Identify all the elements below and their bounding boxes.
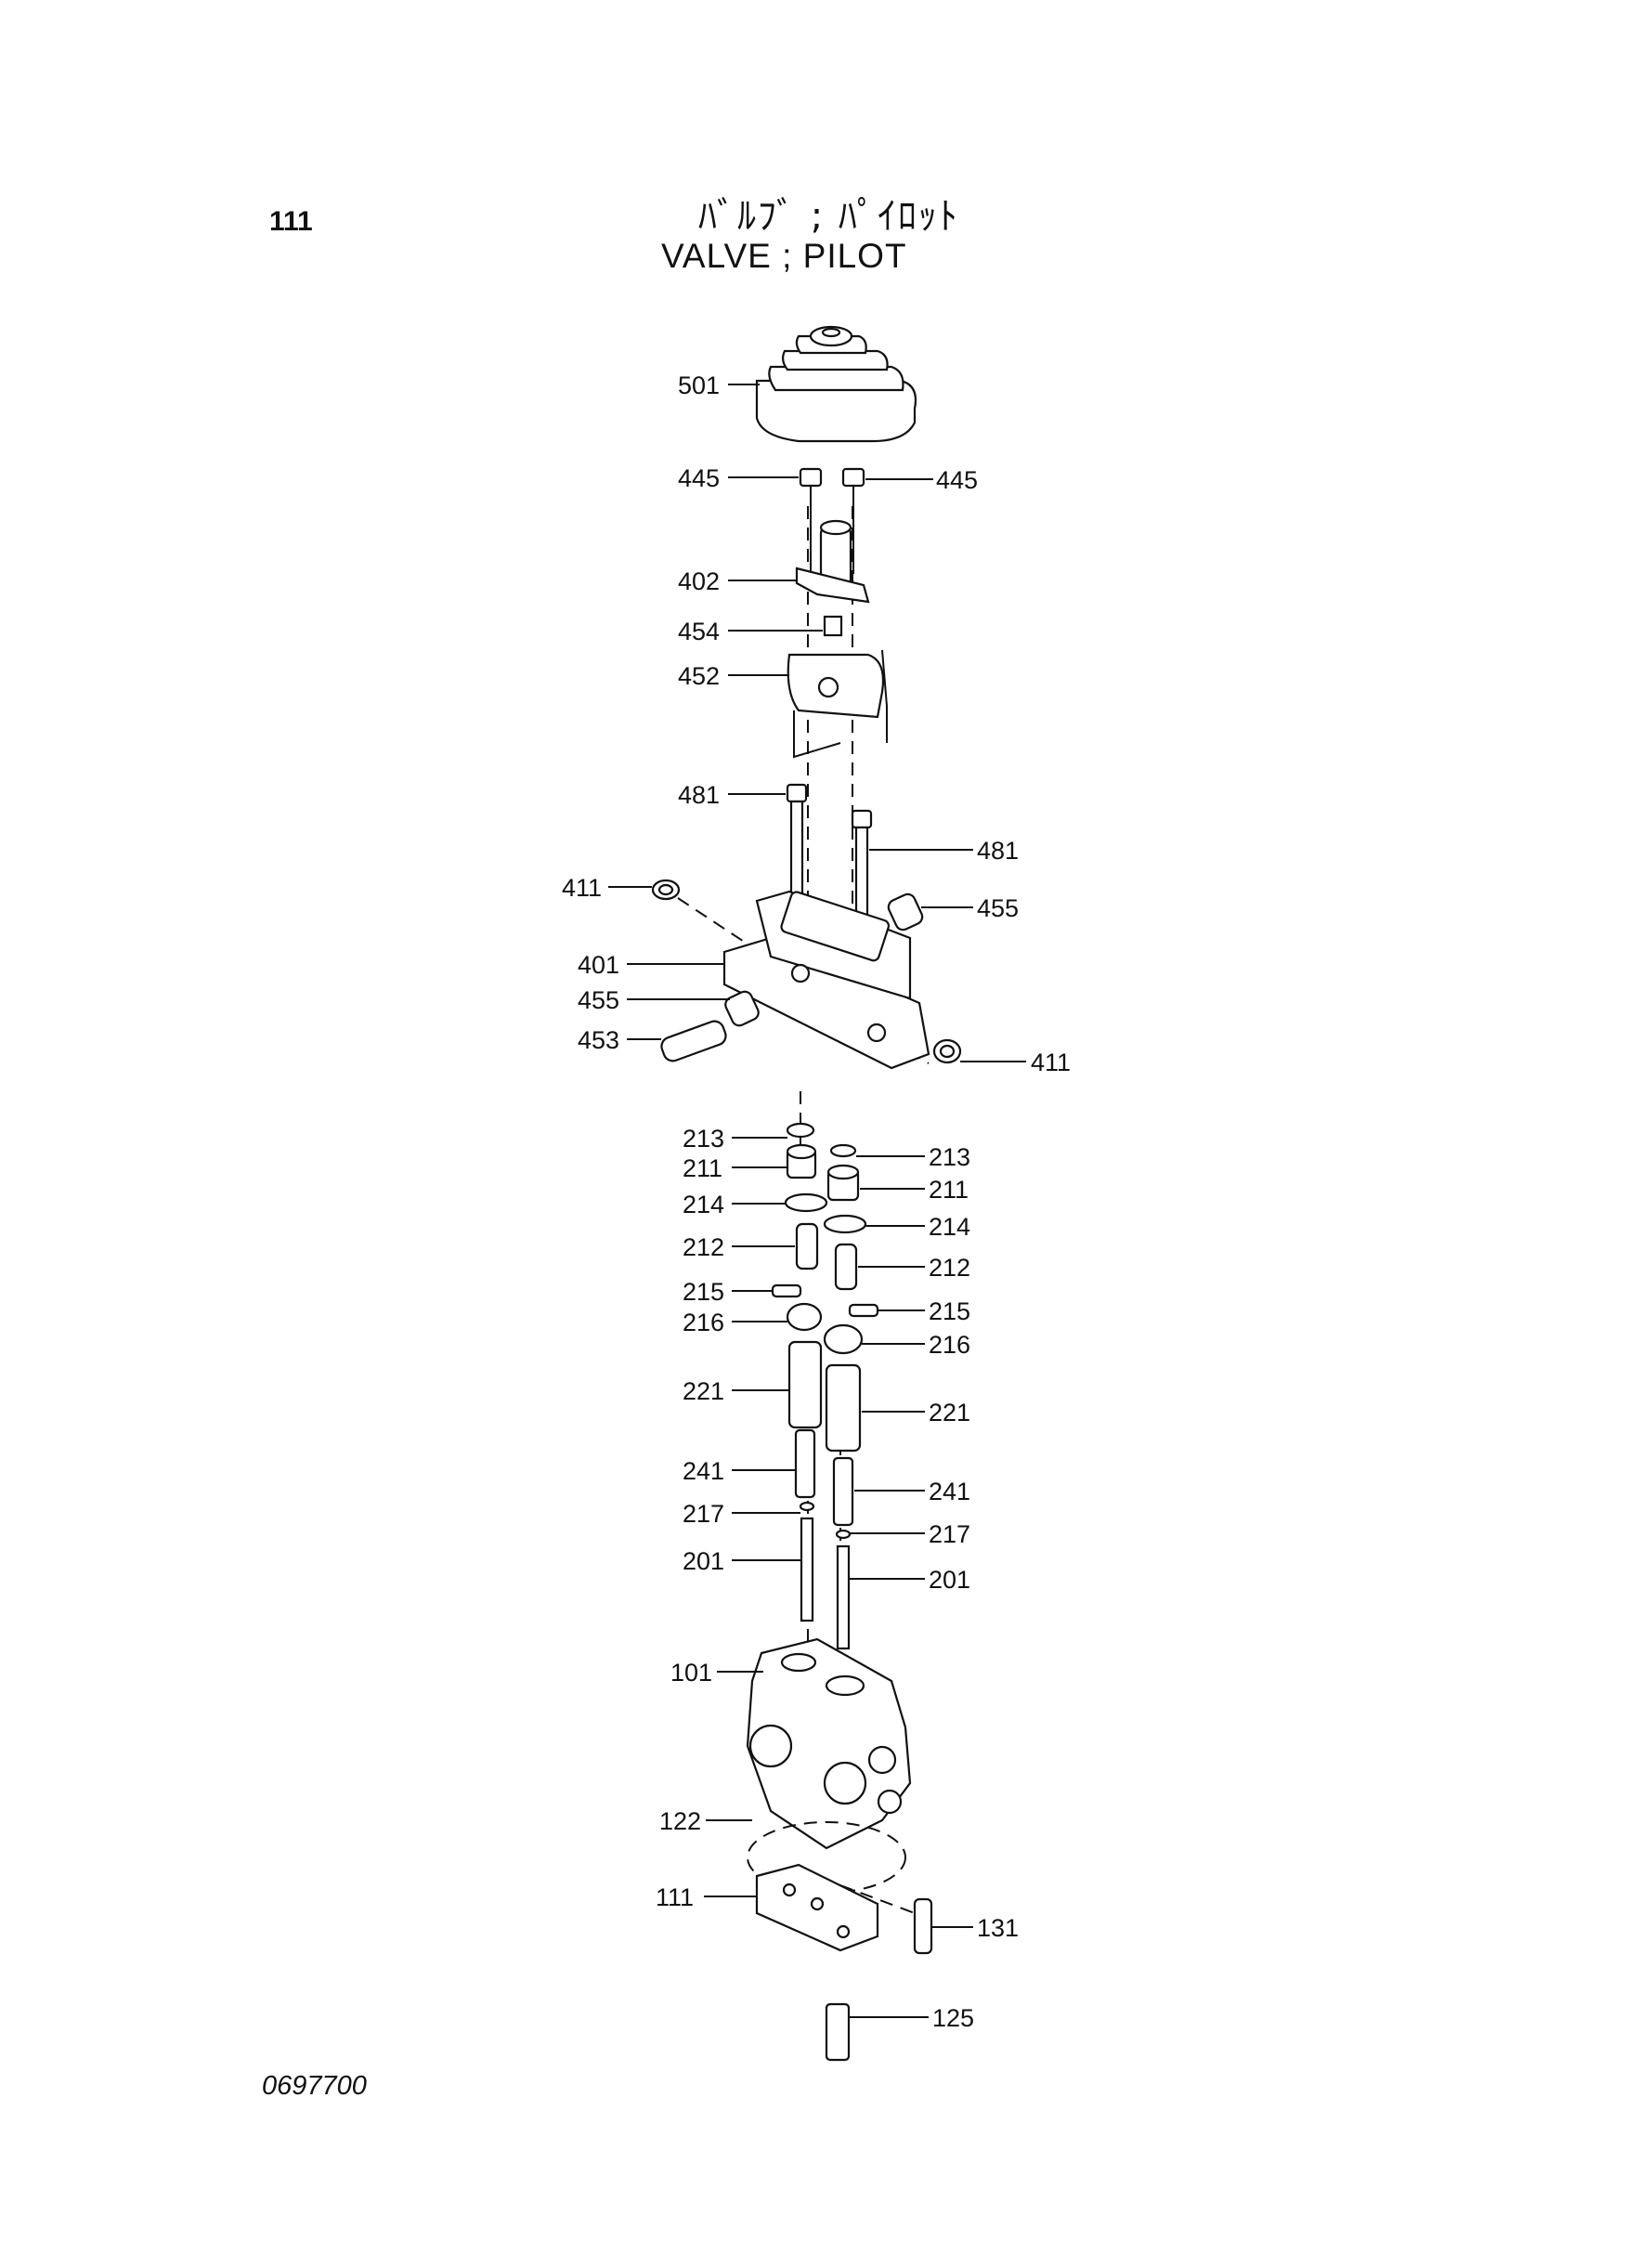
washer-213-left (786, 1122, 815, 1139)
screw-445-left (799, 467, 823, 574)
callout-label: 216 (683, 1309, 724, 1336)
pin-215-left (771, 1283, 802, 1298)
housing-401 (722, 890, 930, 1070)
callout-label: 213 (929, 1143, 970, 1171)
screw-445-right (841, 467, 865, 574)
callout-label: 217 (929, 1520, 970, 1548)
callout-label: 445 (936, 466, 978, 494)
callout-label: 401 (578, 951, 619, 979)
plug-411-left (651, 879, 681, 901)
plug-411-right (932, 1038, 962, 1064)
oring-214-right (823, 1214, 867, 1234)
callout-label: 101 (670, 1659, 712, 1687)
callout-label: 212 (683, 1233, 724, 1261)
callout-label: 215 (929, 1297, 970, 1325)
callout-label: 221 (683, 1377, 724, 1405)
bolt-481-right (851, 809, 873, 922)
pusher-201-left (800, 1517, 814, 1622)
axis-line (839, 1884, 916, 1914)
callout-label: 213 (683, 1125, 724, 1153)
ring-217-right (835, 1529, 852, 1540)
callout-label: 402 (678, 567, 720, 595)
callout-label: 211 (929, 1176, 969, 1204)
callout-label: 215 (683, 1278, 724, 1306)
bolt-481-left (786, 783, 808, 896)
reference-code: 0697700 (262, 2071, 367, 2101)
callout-label: 445 (678, 464, 720, 492)
seat-216-right (823, 1323, 864, 1355)
callout-label: 481 (977, 837, 1019, 865)
spool-212-right (834, 1243, 858, 1291)
plug-211-right (826, 1164, 860, 1202)
washer-213-right (829, 1143, 857, 1158)
block-452 (787, 649, 888, 759)
bush-455-right (887, 892, 924, 932)
callout-label: 411 (1031, 1049, 1071, 1076)
spring-241-right (832, 1456, 854, 1527)
seat-216-left (786, 1302, 823, 1332)
pusher-201-right (836, 1544, 851, 1650)
callout-label: 201 (683, 1547, 724, 1575)
title-japanese: ﾊﾞﾙﾌﾞ ; ﾊﾟｲﾛｯﾄ (698, 195, 959, 238)
callout-label: 201 (929, 1566, 970, 1594)
callout-label: 501 (678, 371, 720, 399)
callout-label: 211 (683, 1154, 722, 1182)
spring-221-left (787, 1340, 823, 1429)
callout-label: 455 (578, 986, 619, 1014)
callout-label: 216 (929, 1331, 970, 1359)
callout-label: 131 (977, 1914, 1019, 1942)
callout-label: 111 (656, 1883, 694, 1911)
oring-214-left (784, 1192, 828, 1213)
pin-453 (660, 1020, 727, 1062)
spring-241-left (794, 1428, 816, 1499)
bush-455-left (724, 990, 760, 1027)
boot-part (755, 325, 917, 443)
callout-label: 454 (678, 618, 720, 645)
callout-label: 125 (932, 2004, 974, 2032)
callout-label: 214 (683, 1191, 724, 1218)
leader-lines (608, 384, 1026, 2018)
plug-125 (825, 2002, 851, 2062)
spring-221-right (825, 1363, 862, 1453)
spool-212-left (795, 1222, 819, 1270)
pin-131 (913, 1897, 933, 1955)
plate-111 (755, 1863, 879, 1952)
callout-label: 217 (683, 1500, 724, 1528)
casing-101 (746, 1637, 912, 1850)
callout-label: 214 (929, 1213, 970, 1241)
pin-215-right (848, 1303, 879, 1318)
callout-label: 452 (678, 662, 720, 690)
plug-211-left (786, 1143, 817, 1179)
title-english: VALVE ; PILOT (661, 237, 907, 275)
callout-label: 411 (562, 874, 602, 902)
callout-label: 212 (929, 1254, 970, 1282)
callout-label: 241 (683, 1457, 724, 1485)
ring-217-left (799, 1501, 815, 1512)
callout-label: 455 (977, 894, 1019, 922)
plate-402 (795, 519, 870, 604)
part-454 (823, 615, 843, 637)
callout-label: 241 (929, 1478, 970, 1505)
callout-labels: 501 445 445 402 454 452 481 481 411 455 … (562, 371, 1071, 2032)
callout-label: 122 (659, 1807, 701, 1835)
callout-label: 481 (678, 781, 720, 809)
callout-label: 221 (929, 1399, 970, 1427)
page-number: 111 (269, 206, 313, 237)
callout-label: 453 (578, 1026, 619, 1054)
